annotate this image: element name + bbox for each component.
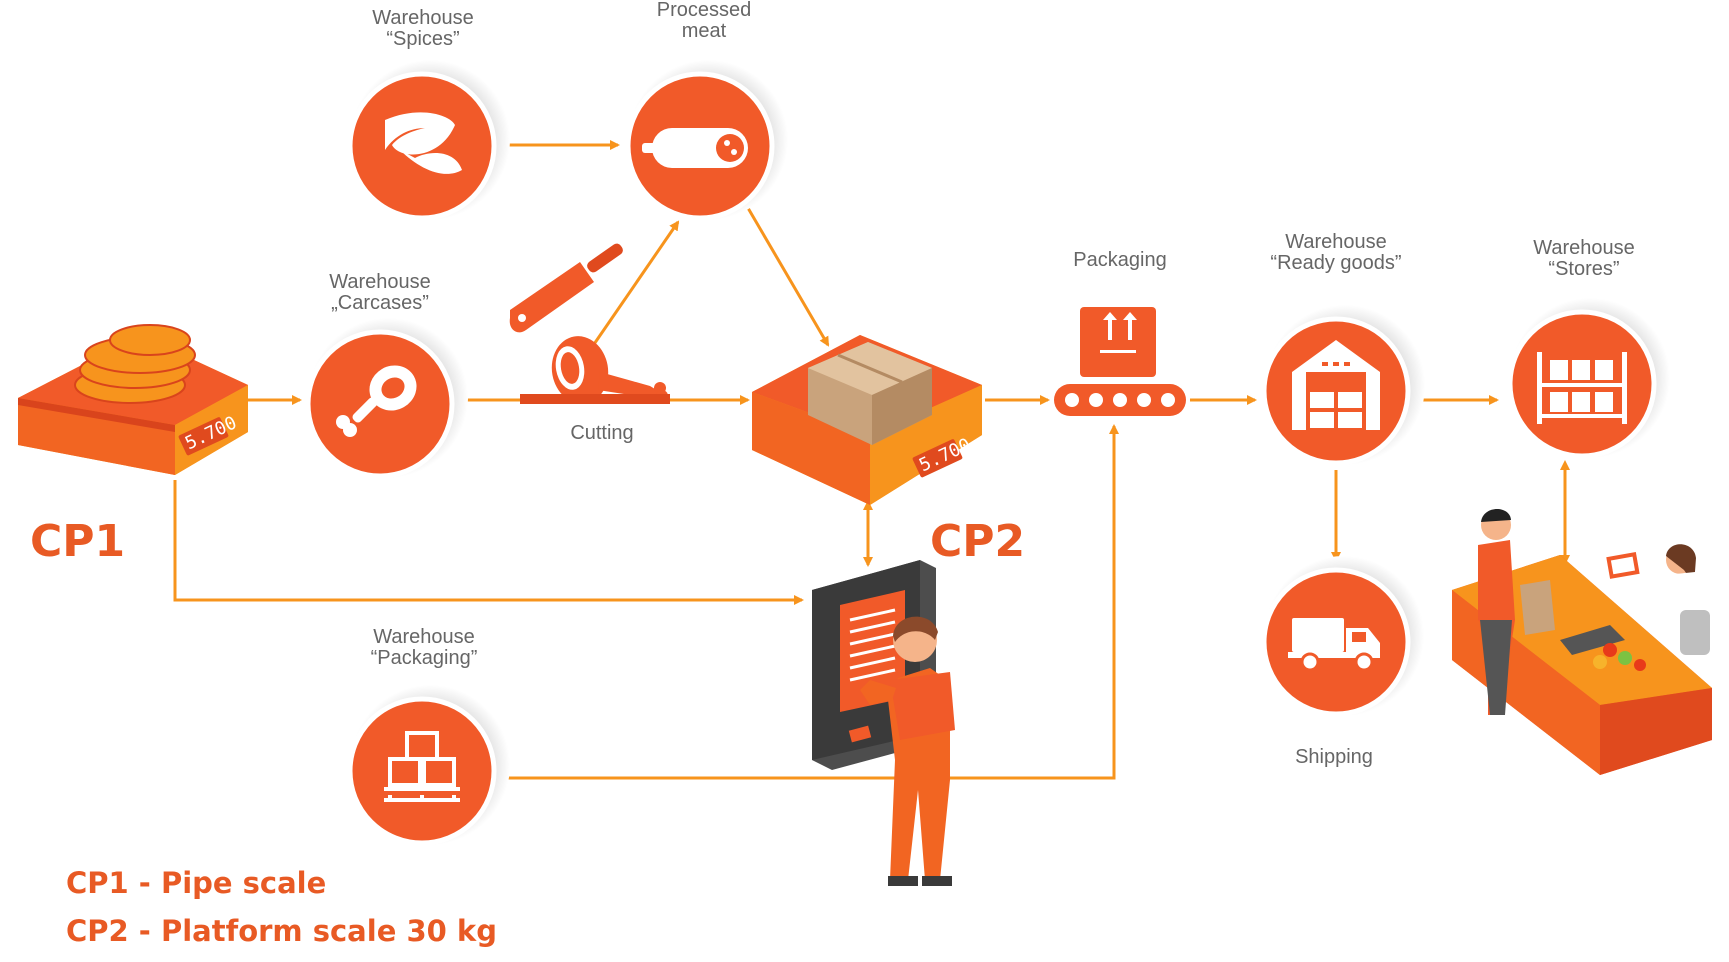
label-cutting-text: Cutting xyxy=(570,422,634,444)
label-shipping-text: Shipping xyxy=(1295,746,1373,768)
label-carcases: Warehouse „Carcases” xyxy=(329,272,431,314)
cp2-scale: 5.700 xyxy=(752,335,982,505)
ham-leg-icon xyxy=(336,365,417,437)
label-stores-line1: Warehouse xyxy=(1533,237,1635,259)
cp2-label: CP2 xyxy=(930,516,1025,567)
label-carcases-line2: „Carcases” xyxy=(331,292,429,314)
label-stores-line2: “Stores” xyxy=(1548,258,1620,280)
truck-icon xyxy=(1288,618,1380,672)
warehouse-icon xyxy=(1292,340,1380,430)
terminal-kiosk xyxy=(812,560,936,770)
label-processed-line2: meat xyxy=(681,20,727,42)
cp1-label: CP1 xyxy=(30,516,125,567)
label-wh-packaging-line2: “Packaging” xyxy=(370,647,478,669)
label-ready-goods-line1: Warehouse xyxy=(1285,231,1387,253)
label-spices-line2: “Spices” xyxy=(386,28,460,50)
cutting-leg-icon xyxy=(520,336,670,404)
shelving-icon xyxy=(1537,352,1627,424)
label-wh-packaging: Warehouse “Packaging” xyxy=(371,627,478,669)
label-ready-goods-line2: “Ready goods” xyxy=(1270,252,1402,274)
leaf-icon xyxy=(385,112,462,174)
arrow-whpackaging-packaging xyxy=(500,424,1119,780)
meat-slices-icon xyxy=(74,324,196,404)
label-packaging: Packaging xyxy=(1073,250,1166,271)
package-up-arrows-icon xyxy=(1054,307,1186,416)
label-carcases-line1: Warehouse xyxy=(329,271,431,293)
node-ready-goods xyxy=(1261,305,1425,466)
label-stores: Warehouse “Stores” xyxy=(1533,238,1635,280)
legend-cp2: CP2 - Platform scale 30 kg xyxy=(66,914,497,948)
node-stores xyxy=(1507,298,1670,459)
arrow-processed-cp2 xyxy=(746,207,830,347)
label-spices-line1: Warehouse xyxy=(372,7,474,29)
arrow-cp1-terminal xyxy=(173,480,804,605)
node-wh-packaging xyxy=(347,685,510,846)
arrow-cutting-processed xyxy=(588,220,680,351)
node-carcases xyxy=(305,318,468,479)
customer-figure xyxy=(1478,508,1555,715)
label-shipping: Shipping xyxy=(1295,747,1373,768)
cp1-scale: 5.700 xyxy=(18,324,248,475)
node-processed xyxy=(625,60,788,221)
arrows xyxy=(173,140,1570,780)
cardboard-box-icon xyxy=(808,342,932,445)
stacked-boxes-icon xyxy=(384,731,460,802)
label-packaging-text: Packaging xyxy=(1073,249,1167,271)
worker-figure xyxy=(860,616,955,886)
label-processed: Processed meat xyxy=(657,0,752,42)
legend-cp1: CP1 - Pipe scale xyxy=(66,866,327,900)
label-wh-packaging-line1: Warehouse xyxy=(373,626,475,648)
label-spices: Warehouse “Spices” xyxy=(372,8,474,50)
label-cutting: Cutting xyxy=(570,423,633,444)
label-processed-line1: Processed xyxy=(656,0,752,21)
screen-lines xyxy=(849,608,896,682)
node-spices xyxy=(347,60,510,221)
label-ready-goods: Warehouse “Ready goods” xyxy=(1270,232,1401,274)
sausage-icon xyxy=(642,128,748,168)
cashier-figure xyxy=(1666,544,1710,655)
node-shipping xyxy=(1261,556,1424,717)
cleaver-icon xyxy=(509,243,623,333)
